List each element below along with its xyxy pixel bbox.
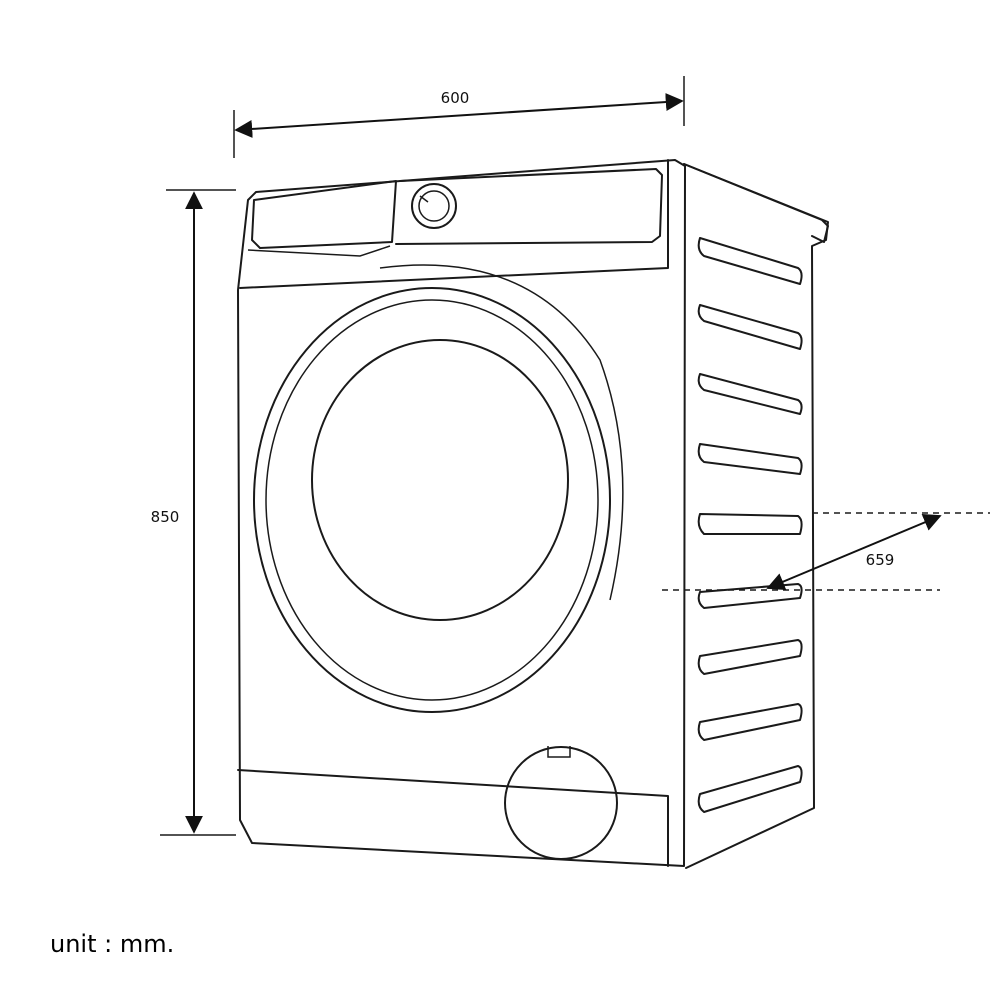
filter-hatch-tab	[547, 746, 571, 758]
side-vent	[697, 373, 803, 415]
filter-hatch	[504, 746, 618, 860]
program-knob-inner	[418, 190, 450, 222]
side-vent	[697, 443, 803, 475]
depth-value: 659	[866, 551, 895, 569]
door-glass	[311, 339, 569, 621]
height-dimension: 850	[151, 189, 236, 836]
door-outer-ring	[253, 287, 611, 713]
detergent-drawer	[251, 180, 397, 249]
door-ring-inner	[265, 299, 599, 701]
depth-dimension: 659	[662, 512, 990, 591]
display-strip	[395, 168, 663, 245]
depth-arrow	[766, 513, 942, 591]
side-vent	[697, 237, 803, 285]
washing-machine	[237, 159, 829, 869]
height-value: 850	[151, 508, 180, 526]
front-panel	[237, 159, 686, 867]
side-vent	[697, 513, 803, 535]
door-hinge-bulge	[379, 264, 624, 601]
top-lip	[683, 163, 829, 243]
program-knob	[411, 183, 457, 229]
side-vent	[697, 639, 803, 675]
side-vent	[697, 765, 803, 813]
drawer-lower-edge	[247, 245, 391, 257]
width-value: 600	[441, 89, 470, 107]
width-dimension: 600	[233, 76, 685, 158]
side-vent	[697, 703, 803, 741]
unit-label: unit : mm.	[50, 930, 175, 958]
control-panel	[239, 159, 669, 289]
side-vent	[697, 304, 803, 350]
plinth	[237, 769, 669, 867]
side-vents	[697, 237, 803, 813]
width-arrow	[234, 93, 684, 138]
side-vent	[697, 583, 803, 609]
program-knob-marker	[419, 195, 429, 203]
